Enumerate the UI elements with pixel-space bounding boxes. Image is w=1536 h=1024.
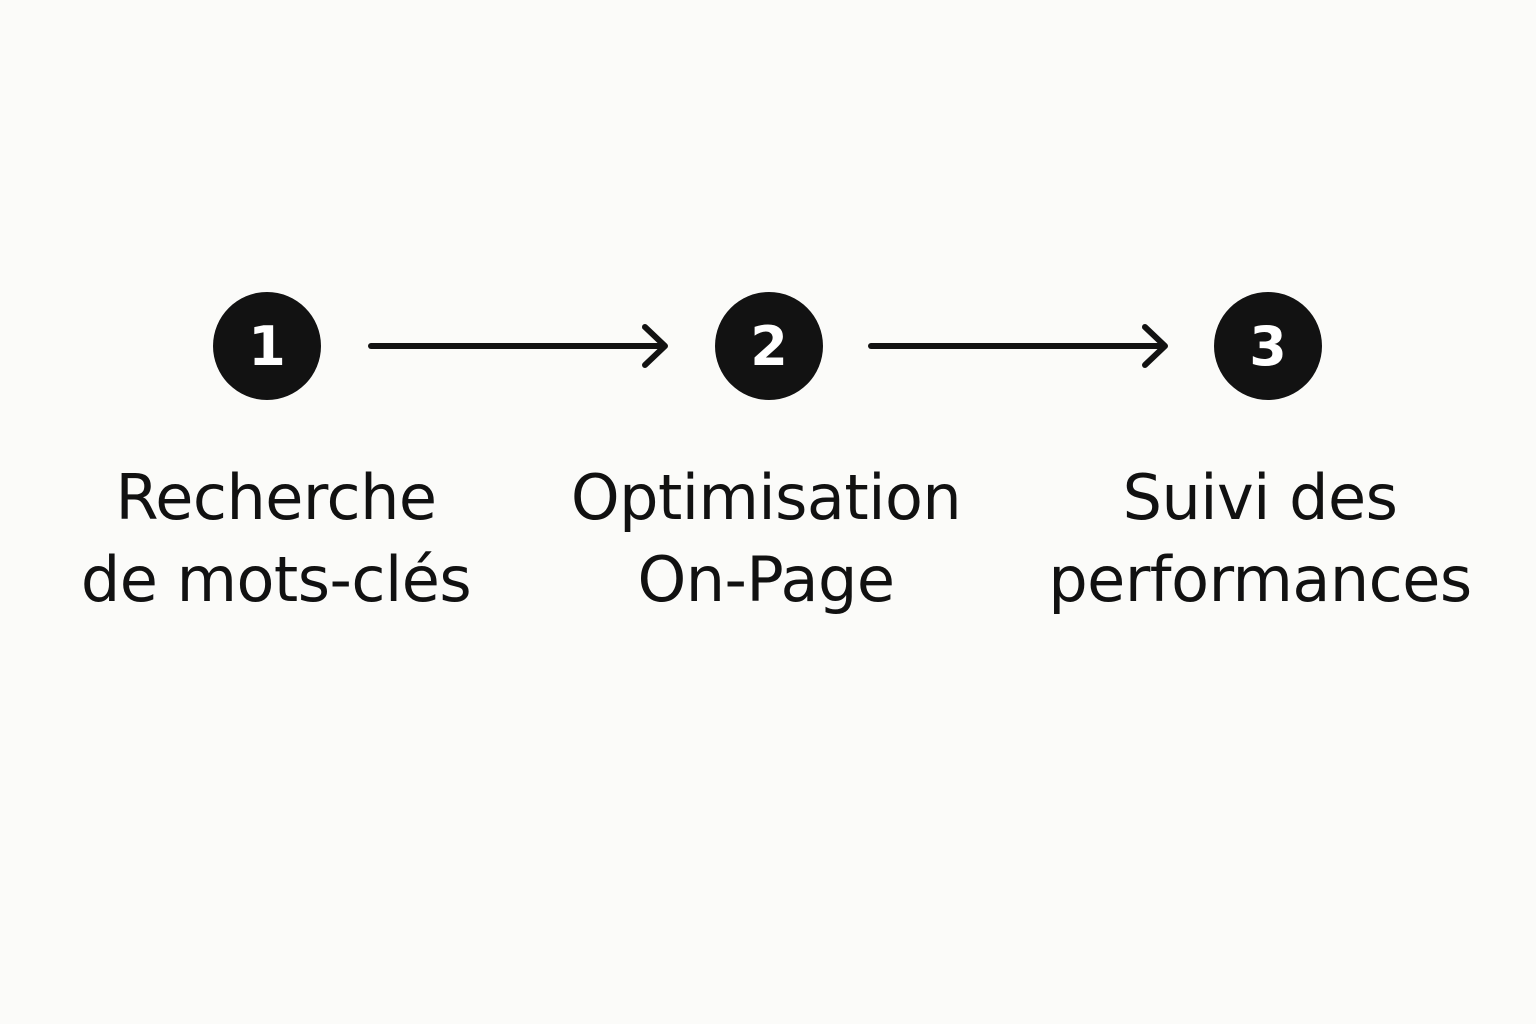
step-2-label-line-1: Optimisation	[570, 461, 962, 534]
step-3-number-badge: 3	[1214, 292, 1322, 400]
step-1-label-line-2: de mots-clés	[80, 543, 472, 616]
step-2-number: 2	[750, 315, 788, 378]
step-2-label: Optimisation On-Page	[516, 457, 1016, 621]
step-3-label: Suivi des performances	[1010, 457, 1510, 621]
step-1-label: Recherche de mots-clés	[26, 457, 526, 621]
step-2-label-line-2: On-Page	[637, 543, 895, 616]
step-2-number-badge: 2	[715, 292, 823, 400]
step-3-label-line-1: Suivi des	[1122, 461, 1398, 534]
step-3-number: 3	[1249, 315, 1287, 378]
step-1-number: 1	[248, 315, 286, 378]
arrow-right-icon	[868, 324, 1168, 368]
step-1-number-badge: 1	[213, 292, 321, 400]
step-1-label-line-1: Recherche	[115, 461, 437, 534]
step-3-label-line-2: performances	[1048, 543, 1472, 616]
arrow-right-icon	[368, 324, 668, 368]
